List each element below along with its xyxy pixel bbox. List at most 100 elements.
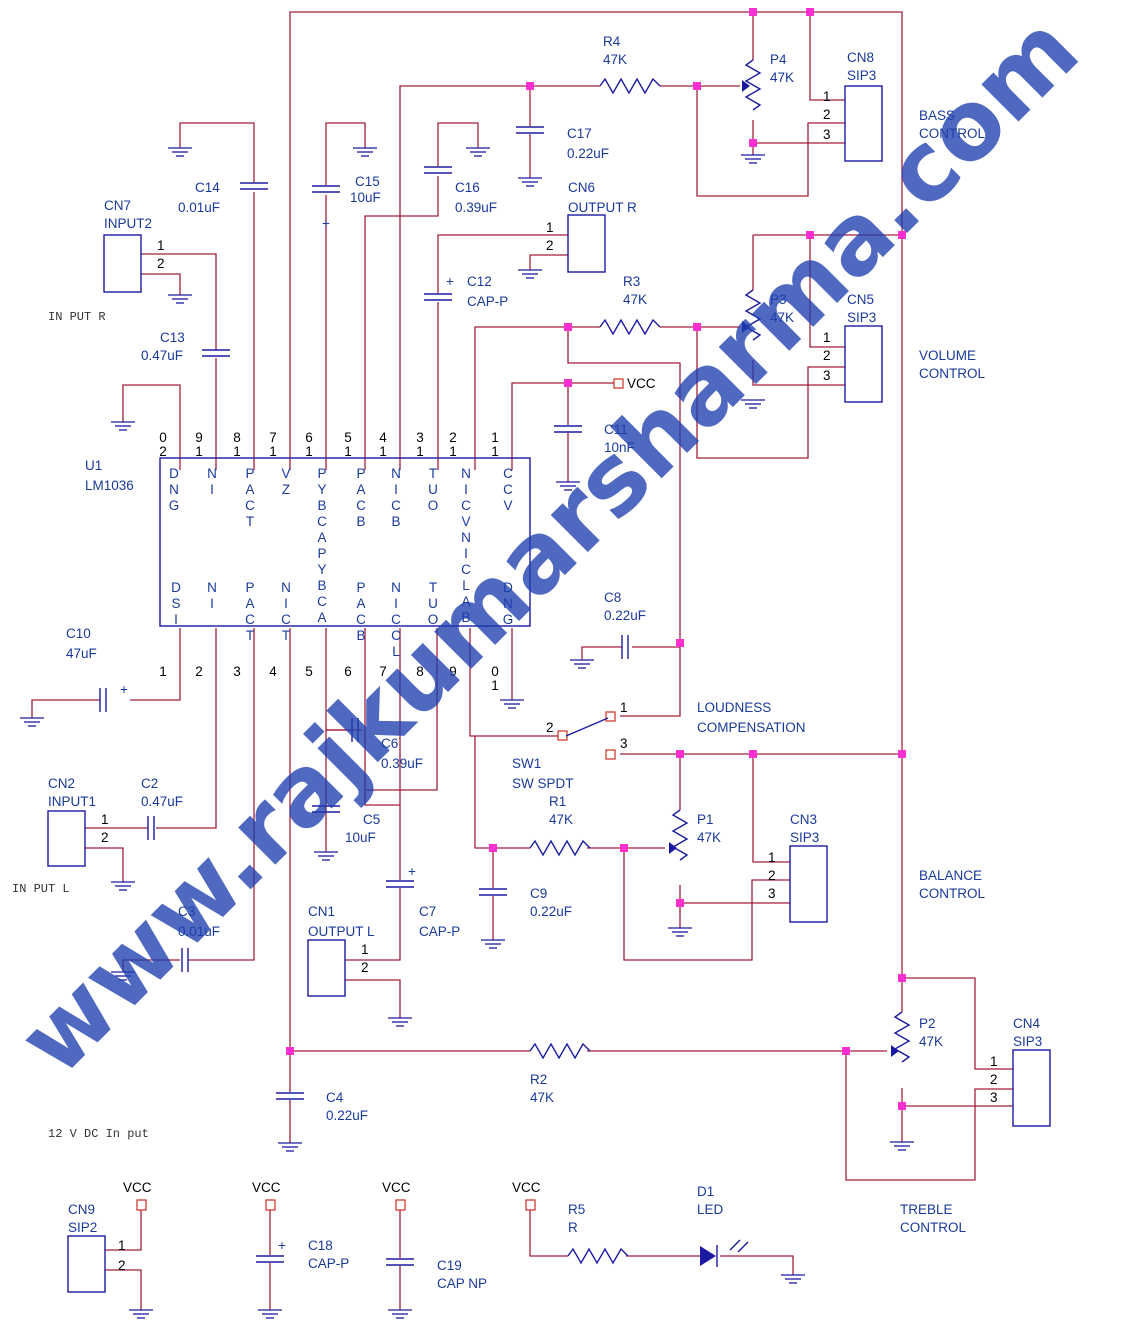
ic-u1: U1 LM1036 bbox=[85, 457, 531, 627]
r5-ref: R5 bbox=[568, 1202, 585, 1217]
c17-value: 0.22uF bbox=[567, 146, 609, 161]
junctions bbox=[136, 8, 906, 1211]
c19-ref: C19 bbox=[437, 1258, 462, 1273]
vcc-label-c18: VCC bbox=[252, 1180, 281, 1195]
svg-text:2: 2 bbox=[157, 256, 165, 271]
bass-label-2: CONTROL bbox=[919, 126, 985, 141]
svg-text:+: + bbox=[120, 682, 128, 697]
svg-text:1: 1 bbox=[546, 220, 554, 235]
c7-ref: C7 bbox=[419, 904, 436, 919]
ic-bottom-pin-number: 6 bbox=[344, 664, 352, 679]
sw1-value: SW SPDT bbox=[512, 776, 574, 791]
c5-value: 10uF bbox=[345, 830, 376, 845]
svg-text:1: 1 bbox=[118, 1238, 126, 1253]
c13-ref: C13 bbox=[160, 330, 185, 345]
cn4-box bbox=[1012, 1049, 1051, 1127]
loudness-label-1: LOUDNESS bbox=[697, 700, 771, 715]
svg-text:2: 2 bbox=[101, 830, 109, 845]
d1-value: LED bbox=[697, 1202, 724, 1217]
svg-text:+: + bbox=[408, 864, 416, 879]
ic-bottom-pin-number: 1 bbox=[159, 664, 167, 679]
p1-ref: P1 bbox=[697, 812, 714, 827]
cn2-ref: CN2 bbox=[48, 776, 75, 791]
svg-text:1: 1 bbox=[768, 850, 776, 865]
passives: + + + + + bbox=[99, 59, 910, 1267]
cn6-box bbox=[567, 214, 606, 273]
svg-text:1: 1 bbox=[823, 89, 831, 104]
c11-ref: C11 bbox=[604, 422, 628, 437]
cn7-value: INPUT2 bbox=[104, 216, 152, 231]
c6-ref: C6 bbox=[381, 736, 398, 751]
ic-part: LM1036 bbox=[85, 478, 134, 493]
c3-ref: C3 bbox=[178, 904, 195, 919]
svg-text:+: + bbox=[278, 1238, 286, 1253]
svg-text:3: 3 bbox=[823, 127, 831, 142]
svg-text:3: 3 bbox=[768, 886, 776, 901]
p2-value: 47K bbox=[919, 1034, 943, 1049]
watermark-text: www.rajkumarsharma.com bbox=[0, 0, 1100, 1096]
cn5-box bbox=[844, 325, 883, 403]
c11-value: 10nF bbox=[604, 440, 635, 455]
c2-ref: C2 bbox=[141, 776, 158, 791]
volume-label-1: VOLUME bbox=[919, 348, 976, 363]
treble-label-1: TREBLE bbox=[900, 1202, 953, 1217]
c8-ref: C8 bbox=[604, 590, 621, 605]
ic-bottom-pin-number: 3 bbox=[233, 664, 241, 679]
c16-value: 0.39uF bbox=[455, 200, 497, 215]
cn9-value: SIP2 bbox=[68, 1220, 97, 1235]
balance-label-1: BALANCE bbox=[919, 868, 982, 883]
cn1-value: OUTPUT L bbox=[308, 924, 375, 939]
svg-text:3: 3 bbox=[823, 368, 831, 383]
cn8-ref: CN8 bbox=[847, 50, 874, 65]
svg-text:3: 3 bbox=[990, 1090, 998, 1105]
c10-ref: C10 bbox=[66, 626, 91, 641]
vcc-label-cn9: VCC bbox=[123, 1180, 152, 1195]
c4-value: 0.22uF bbox=[326, 1108, 368, 1123]
c9-value: 0.22uF bbox=[530, 904, 572, 919]
c13-value: 0.47uF bbox=[141, 348, 183, 363]
p2-ref: P2 bbox=[919, 1016, 936, 1031]
svg-text:2: 2 bbox=[118, 1258, 126, 1273]
c12-value: CAP-P bbox=[467, 294, 508, 309]
cn1-ref: CN1 bbox=[308, 904, 335, 919]
ic-bottom-pin-number: 9 bbox=[449, 664, 457, 679]
balance-label-2: CONTROL bbox=[919, 886, 985, 901]
note-input-l: IN PUT L bbox=[12, 882, 70, 896]
c19-value: CAP NP bbox=[437, 1276, 487, 1291]
svg-text:2: 2 bbox=[768, 868, 776, 883]
cn3-box bbox=[789, 845, 828, 923]
ic-bottom-pin-number: 8 bbox=[416, 664, 424, 679]
vcc-label-c19: VCC bbox=[382, 1180, 411, 1195]
svg-text:2: 2 bbox=[546, 720, 554, 735]
p4-ref: P4 bbox=[770, 52, 787, 67]
r1-ref: R1 bbox=[549, 794, 566, 809]
p3-value: 47K bbox=[770, 310, 794, 325]
r1-value: 47K bbox=[549, 812, 573, 827]
ic-bottom-pin-number: 7 bbox=[379, 664, 387, 679]
cn6-value: OUTPUT R bbox=[568, 200, 637, 215]
cn2-box bbox=[47, 810, 86, 867]
r4-ref: R4 bbox=[603, 34, 621, 49]
note-dc-input: 12 V DC In put bbox=[48, 1127, 149, 1141]
c7-value: CAP-P bbox=[419, 924, 460, 939]
svg-text:1: 1 bbox=[620, 700, 628, 715]
